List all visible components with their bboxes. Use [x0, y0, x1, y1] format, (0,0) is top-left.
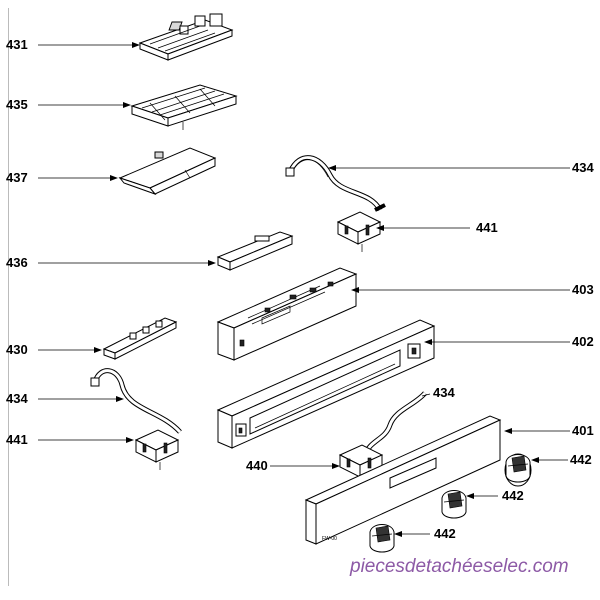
- part-441-connector-right: [336, 203, 386, 252]
- part-441-connector-left: [134, 429, 180, 470]
- part-401-front-panel: FW-00: [304, 415, 502, 545]
- label-441-right: 441: [476, 220, 498, 235]
- part-442-knob-c: [369, 524, 395, 553]
- frame-left-rule: [8, 8, 9, 586]
- part-403-control-module: [216, 267, 358, 361]
- label-435: 435: [6, 97, 28, 112]
- part-434-cable-right: [285, 155, 383, 212]
- label-401: 401: [572, 423, 594, 438]
- label-442-a: 442: [570, 452, 592, 467]
- svg-text:FW-00: FW-00: [322, 536, 337, 542]
- site-watermark: piecesdetachéeselec.com: [350, 556, 569, 577]
- label-442-c: 442: [434, 526, 456, 541]
- label-442-b: 442: [502, 488, 524, 503]
- part-442-knob-b: [441, 490, 467, 519]
- part-440-connector: [338, 444, 384, 484]
- part-435-frame: [130, 84, 238, 130]
- label-441-left: 441: [6, 432, 28, 447]
- part-442-knob-a: [504, 453, 532, 487]
- label-440: 440: [246, 458, 268, 473]
- label-434-left: 434: [6, 391, 28, 406]
- label-403: 403: [572, 282, 594, 297]
- label-434-center: 434: [433, 385, 455, 400]
- label-430: 430: [6, 342, 28, 357]
- label-431: 431: [6, 37, 28, 52]
- part-434-cable-left: [90, 368, 182, 434]
- part-430-board: [102, 317, 178, 360]
- label-434-right: 434: [572, 160, 594, 175]
- part-436-plate: [216, 231, 294, 271]
- label-402: 402: [572, 334, 594, 349]
- part-434-cable-center: [362, 391, 427, 457]
- part-437-plate: [118, 147, 217, 196]
- part-402-panel-frame: [216, 319, 436, 449]
- label-436: 436: [6, 255, 28, 270]
- label-437: 437: [6, 170, 28, 185]
- part-431-circuit-board: [138, 13, 234, 61]
